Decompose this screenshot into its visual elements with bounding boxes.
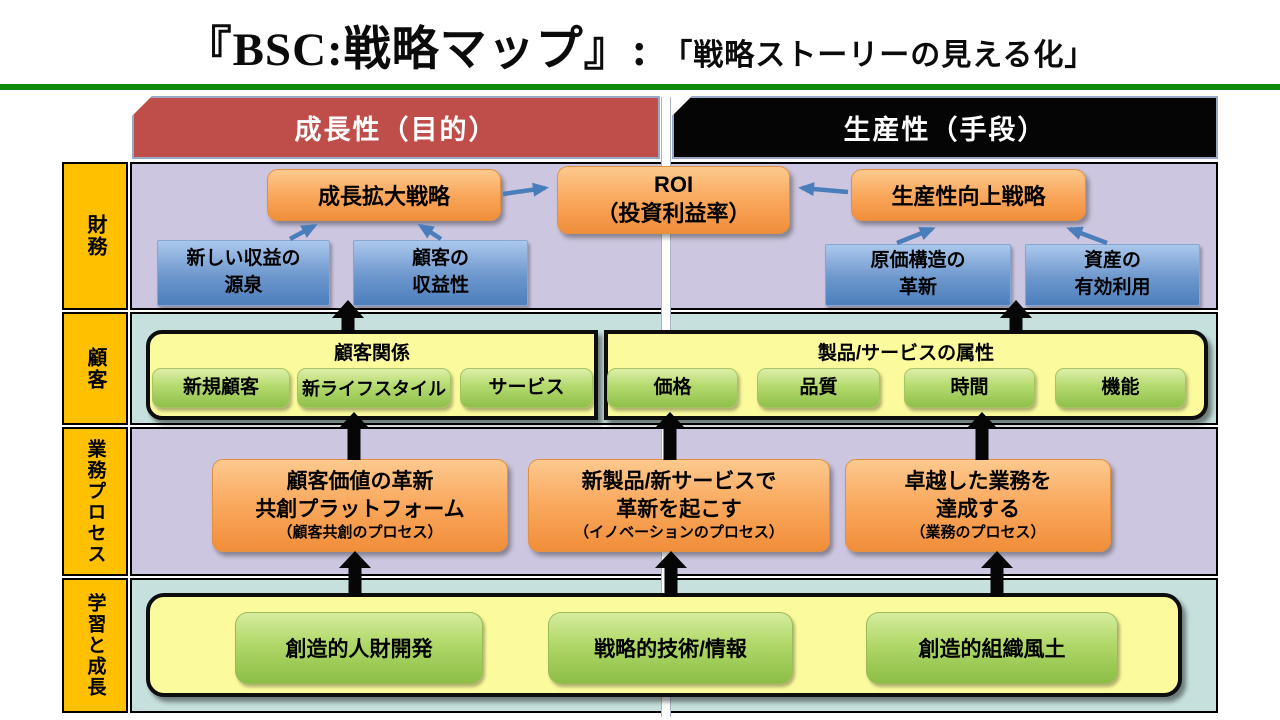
process3-line2: 達成する <box>936 497 1020 521</box>
process3-line1: 卓越した業務を <box>904 470 1052 494</box>
roi-line2: （投資利益率） <box>596 201 751 226</box>
process-box-operational-excellence: 卓越した業務を 達成する （業務のプロセス） <box>845 459 1111 552</box>
attribute-item-price: 価格 <box>607 368 738 408</box>
customer-item-service: サービス <box>460 368 593 408</box>
new-revenue-line2: 源泉 <box>224 275 263 296</box>
customer-profitability-line2: 収益性 <box>411 275 469 296</box>
finance-box-cost-structure: 原価構造の 革新 <box>825 244 1011 306</box>
customer-item-new-customers: 新規顧客 <box>152 368 290 408</box>
perspective-label-customer: 顧客 <box>62 312 128 425</box>
finance-box-roi: ROI （投資利益率） <box>557 166 790 234</box>
attribute-item-time: 時間 <box>904 368 1035 408</box>
process3-line3: （業務のプロセス） <box>910 524 1046 542</box>
process1-line3: （顧客共創のプロセス） <box>277 524 443 542</box>
process-box-innovation: 新製品/新サービスで 革新を起こす （イノベーションのプロセス） <box>528 459 830 552</box>
asset-utilization-line2: 有効利用 <box>1074 277 1151 298</box>
customer-profitability-line1: 顧客の <box>411 248 469 270</box>
attribute-item-quality: 品質 <box>757 368 880 408</box>
process2-line2: 革新を起こす <box>616 497 742 521</box>
process1-line1: 顧客価値の革新 <box>286 470 434 494</box>
finance-box-customer-profitability: 顧客の 収益性 <box>353 240 528 306</box>
asset-utilization-line1: 資産の <box>1083 250 1141 272</box>
finance-box-productivity-strategy: 生産性向上戦略 <box>851 169 1086 221</box>
customer-item-new-lifestyle: 新ライフスタイル <box>297 368 451 408</box>
title-main: 『BSC:戦略マップ』: <box>184 24 649 76</box>
header-productivity: 生産性（手段） <box>672 96 1218 159</box>
title-divider-rule <box>0 84 1280 90</box>
perspective-label-finance: 財務 <box>62 162 128 310</box>
finance-box-asset-utilization: 資産の 有効利用 <box>1025 244 1200 306</box>
process1-line2: 共創プラットフォーム <box>255 497 465 521</box>
process-box-customer-value: 顧客価値の革新 共創プラットフォーム （顧客共創のプロセス） <box>212 459 508 552</box>
title-subtitle: 「戦略ストーリーの見える化」 <box>662 39 1096 72</box>
roi-line1: ROI <box>653 172 694 198</box>
learning-box-tech-information: 戦略的技術/情報 <box>548 612 793 684</box>
cost-structure-line1: 原価構造の <box>870 250 966 272</box>
finance-box-growth-strategy: 成長拡大戦略 <box>267 169 501 221</box>
new-revenue-line1: 新しい収益の <box>186 248 301 270</box>
perspective-label-learning: 学習と成長 <box>62 578 128 713</box>
learning-box-hr-development: 創造的人財開発 <box>235 612 483 684</box>
product-attributes-title: 製品/サービスの属性 <box>817 343 995 364</box>
learning-box-org-culture: 創造的組織風土 <box>866 612 1118 684</box>
finance-box-new-revenue: 新しい収益の 源泉 <box>157 240 330 306</box>
page-title: 『BSC:戦略マップ』: 「戦略ストーリーの見える化」 <box>0 10 1280 80</box>
cost-structure-line2: 革新 <box>898 277 937 298</box>
process2-line1: 新製品/新サービスで <box>581 470 777 494</box>
process2-line3: （イノベーションのプロセス） <box>574 524 784 542</box>
header-growth: 成長性（目的） <box>132 96 660 159</box>
attribute-item-function: 機能 <box>1055 368 1186 408</box>
customer-relationship-title: 顧客関係 <box>333 343 410 364</box>
perspective-label-process: 業務プロセス <box>62 427 128 576</box>
